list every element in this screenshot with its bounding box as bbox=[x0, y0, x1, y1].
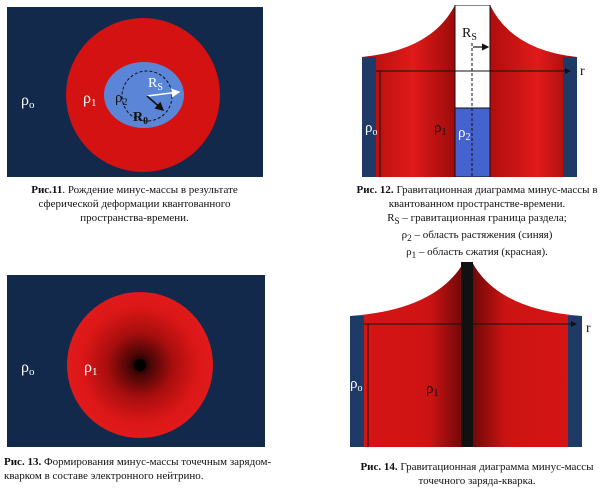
fig14-rho1-label: ρ1 bbox=[426, 381, 439, 399]
fig12-caption-line1: Рис. 12. Гравитационная диаграмма минус-… bbox=[356, 184, 598, 210]
fig12-red-surface bbox=[362, 5, 455, 177]
fig14-rho-o-label: ρo bbox=[350, 376, 363, 394]
fig14-diagram: r ρo ρ1 bbox=[350, 262, 591, 447]
fig11-rs-arrow bbox=[146, 88, 181, 98]
fig13-caption-text: Формирования минус-массы точечным зарядо… bbox=[4, 456, 272, 482]
fig14-caption-label: Рис. 14. bbox=[360, 461, 398, 473]
fig11-rho2-label: ρ2 bbox=[115, 90, 128, 108]
fig12-rho2-label: ρ2 bbox=[458, 125, 471, 143]
fig12-caption-line2: RS – гравитационная граница раздела; bbox=[387, 212, 567, 227]
fig12-white-slot bbox=[454, 5, 491, 109]
fig11-caption-text: . Рождение минус-массы в результате сфер… bbox=[38, 184, 238, 224]
fig11-caption: Рис.11. Рождение минус-массы в результат… bbox=[12, 183, 257, 225]
fig12-rho-o-label: ρo bbox=[365, 120, 378, 138]
fig14-black-center-column bbox=[461, 262, 473, 447]
fig11-rs-label: RS bbox=[148, 76, 163, 93]
fig12-caption-line4: ρ1 – область сжатия (красная). bbox=[406, 246, 548, 261]
fig14-left-bar bbox=[350, 316, 364, 447]
fig14-red-surface-left bbox=[350, 262, 464, 447]
fig13-caption-label: Рис. 13. bbox=[4, 456, 42, 468]
fig13-rho-o-label: ρo bbox=[21, 359, 35, 378]
fig12-r-axis-label: r bbox=[580, 64, 585, 79]
fig12-red-surface-right bbox=[490, 5, 577, 177]
fig11-caption-label: Рис.11 bbox=[31, 184, 63, 196]
fig11-rho-o-label: ρo bbox=[21, 92, 35, 111]
fig12-right-bar bbox=[563, 57, 577, 177]
fig12-diagram: RS r ρo ρ1 ρ2 bbox=[362, 5, 585, 177]
fig14-red-surface-right bbox=[472, 262, 582, 447]
fig12-rho1-label: ρ1 bbox=[434, 120, 447, 138]
fig11-inner-blue-ellipse bbox=[104, 62, 184, 128]
fig13-diagram: ρo ρ1 bbox=[7, 275, 265, 447]
fig12-caption: Рис. 12. Гравитационная диаграмма минус-… bbox=[352, 183, 602, 263]
fig11-diagram: ρo ρ1 ρ2 RS R0 bbox=[7, 7, 263, 177]
fig14-caption-text: Гравитационная диаграмма минус-массы точ… bbox=[397, 461, 594, 487]
fig14-right-bar bbox=[568, 316, 582, 447]
fig13-rho1-label: ρ1 bbox=[84, 359, 97, 378]
fig13-center-point bbox=[134, 359, 146, 371]
fig11-rho1-label: ρ1 bbox=[83, 90, 96, 109]
fig12-caption-line3: ρ2 – область растяжения (синяя) bbox=[401, 229, 553, 244]
fig11-r0-arrow bbox=[146, 95, 165, 111]
fig12-rs-label: RS bbox=[462, 26, 477, 43]
fig13-caption: Рис. 13. Формирования минус-массы точечн… bbox=[4, 455, 274, 483]
fig12-left-bar bbox=[362, 57, 376, 177]
fig14-r-axis-label: r bbox=[586, 321, 591, 336]
fig14-caption: Рис. 14. Гравитационная диаграмма минус-… bbox=[352, 460, 602, 488]
fig11-r0-label: R0 bbox=[133, 110, 148, 127]
